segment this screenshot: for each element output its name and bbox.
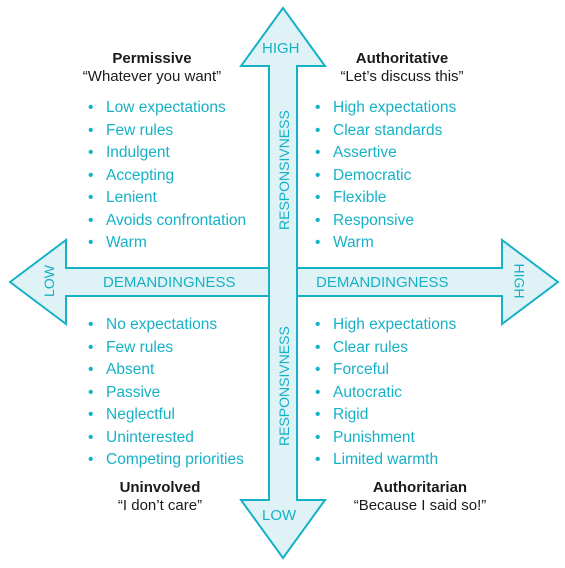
list-item: •Neglectful <box>88 406 175 423</box>
list-item: •Competing priorities <box>88 451 244 468</box>
list-item: •Responsive <box>315 211 414 229</box>
quadrant-permissive: Permissive “Whatever you want” <box>32 50 272 86</box>
quadrant-quote: “Let’s discuss this” <box>340 68 464 85</box>
quadrant-title: Uninvolved <box>119 479 201 496</box>
list-item: •Flexible <box>315 189 387 206</box>
list-item: •Avoids confrontation <box>88 211 247 229</box>
list-item: •Few rules <box>88 121 174 139</box>
list-item: •No expectations <box>88 316 218 333</box>
list-item: •Forceful <box>315 361 389 378</box>
list-item: •Uninterested <box>88 428 194 446</box>
list-item: •High expectations <box>315 316 457 333</box>
list-item: •Indulgent <box>88 144 170 161</box>
list-item: •Rigid <box>315 406 369 423</box>
quadrant-title: Permissive <box>112 50 192 67</box>
list-item: •Low expectations <box>88 99 226 116</box>
list-item: •Clear rules <box>315 338 408 356</box>
list-item: •Autocratic <box>315 383 402 401</box>
uninvolved-list: •No expectations •Few rules •Absent •Pas… <box>88 314 244 472</box>
quadrant-quote: “Because I said so!” <box>353 497 487 514</box>
list-item: •Lenient <box>88 189 157 206</box>
list-item: •Warm <box>315 234 374 251</box>
list-item: •Clear standards <box>315 121 443 139</box>
list-item: •Passive <box>88 383 161 401</box>
list-item: •Accepting <box>88 166 175 184</box>
horizontal-high-label: HIGH <box>511 263 528 299</box>
list-item: •Absent <box>88 361 155 378</box>
list-item: •High expectations <box>315 99 457 116</box>
list-item: •Warm <box>88 234 147 251</box>
horizontal-low-label: LOW <box>40 265 57 297</box>
quadrant-title: Authoritarian <box>372 479 468 496</box>
quadrant-uninvolved: Uninvolved “I don’t care” <box>40 479 280 515</box>
vertical-axis-name-top: RESPONSIVNESS <box>276 110 292 230</box>
quadrant-authoritarian: Authoritarian “Because I said so!” <box>300 479 540 515</box>
list-item: •Limited warmth <box>315 451 439 468</box>
quadrant-quote: “Whatever you want” <box>82 68 222 85</box>
authoritarian-list: •High expectations •Clear rules •Forcefu… <box>315 314 456 472</box>
list-item: •Few rules <box>88 338 174 356</box>
arrow-center <box>270 269 296 295</box>
list-item: •Assertive <box>315 144 397 161</box>
quadrant-quote: “I don’t care” <box>117 497 203 514</box>
vertical-high-label: HIGH <box>262 40 300 57</box>
list-item: •Democratic <box>315 166 412 184</box>
list-item: •Punishment <box>315 428 415 446</box>
quadrant-title: Authoritative <box>355 50 449 67</box>
quadrant-authoritative: Authoritative “Let’s discuss this” <box>282 50 522 86</box>
vertical-low-label: LOW <box>262 507 297 524</box>
horizontal-axis-name-left: DEMANDINGNESS <box>103 274 236 291</box>
horizontal-axis-name-right: DEMANDINGNESS <box>316 274 449 291</box>
permissive-list: •Low expectations •Few rules •Indulgent … <box>88 97 246 255</box>
authoritative-list: •High expectations •Clear standards •Ass… <box>315 97 456 255</box>
vertical-axis-name-bottom: RESPONSIVNESS <box>276 326 292 446</box>
